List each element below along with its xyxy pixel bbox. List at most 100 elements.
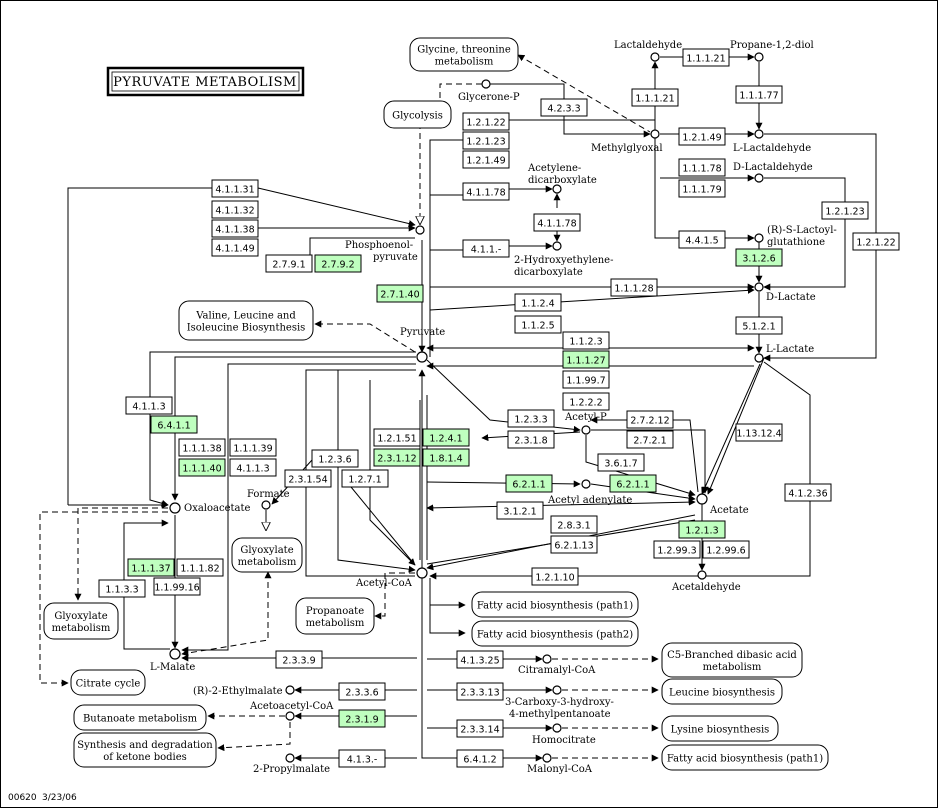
compound-node[interactable]: Malonyl-CoA <box>527 753 593 775</box>
compound-node[interactable]: Acetoacetyl-CoA <box>249 701 334 721</box>
compound-node[interactable]: (R)-2-Ethylmalate <box>193 685 295 697</box>
compound-node[interactable]: pyruvate <box>373 252 418 263</box>
enzyme-box[interactable]: 1.1.1.78 <box>678 158 726 177</box>
enzyme-box[interactable]: 6.4.1.1 <box>150 415 198 434</box>
pathway-box[interactable]: Fatty acid biosynthesis (path2) <box>471 620 639 647</box>
compound-circle[interactable] <box>552 685 562 695</box>
enzyme-box[interactable]: 1.2.1.22 <box>462 112 510 131</box>
enzyme-box[interactable]: 1.2.1.51 <box>373 428 421 447</box>
enzyme-box[interactable]: 1.2.1.23 <box>821 201 869 220</box>
compound-node[interactable]: D-Lactate <box>754 282 816 303</box>
compound-node[interactable]: 2-Hydroxyethylene- <box>514 241 613 266</box>
compound-node[interactable]: L-Lactate <box>754 344 814 363</box>
compound-circle[interactable] <box>581 479 591 489</box>
enzyme-box[interactable]: 1.1.3.3 <box>98 579 146 598</box>
compound-circle[interactable] <box>552 241 562 251</box>
enzyme-box[interactable]: 1.8.1.4 <box>422 448 470 467</box>
compound-circle[interactable] <box>481 79 491 89</box>
enzyme-box[interactable]: 1.1.1.39 <box>229 438 277 457</box>
enzyme-box[interactable]: 1.1.2.5 <box>514 315 562 334</box>
enzyme-box[interactable]: 2.3.1.8 <box>507 430 555 449</box>
enzyme-box[interactable]: 5.1.2.1 <box>735 316 783 335</box>
enzyme-box[interactable]: 6.2.1.13 <box>550 535 598 554</box>
enzyme-box[interactable]: 6.2.1.1 <box>505 474 553 493</box>
compound-circle[interactable] <box>169 648 181 660</box>
compound-circle[interactable] <box>754 282 764 292</box>
compound-circle[interactable] <box>754 173 764 183</box>
compound-node[interactable]: Glycerone-P <box>458 79 520 103</box>
enzyme-box[interactable]: 3.1.2.6 <box>735 248 783 267</box>
enzyme-box[interactable]: 1.1.1.21 <box>631 88 679 107</box>
compound-circle[interactable] <box>650 129 660 139</box>
enzyme-box[interactable]: 1.13.12.4 <box>735 423 783 442</box>
enzyme-box[interactable]: 2.7.2.12 <box>626 410 674 429</box>
compound-node[interactable]: Acetyl adenylate <box>547 479 632 506</box>
compound-circle[interactable] <box>285 711 295 721</box>
enzyme-box[interactable]: 1.2.7.1 <box>341 469 389 488</box>
compound-node[interactable]: Formate <box>247 489 290 510</box>
enzyme-box[interactable]: 6.2.1.1 <box>609 474 657 493</box>
compound-circle[interactable] <box>581 425 591 435</box>
enzyme-box[interactable]: 3.6.1.7 <box>597 453 645 472</box>
enzyme-box[interactable]: 4.1.1.3 <box>229 458 277 477</box>
compound-node[interactable]: Citramalyl-CoA <box>518 654 596 676</box>
enzyme-box[interactable]: 4.1.1.32 <box>211 200 259 219</box>
compound-node[interactable]: Methylglyoxal <box>591 129 663 154</box>
compound-node[interactable]: Acetylene- <box>527 163 581 194</box>
compound-circle[interactable] <box>552 184 562 194</box>
compound-circle[interactable] <box>415 225 425 235</box>
enzyme-box[interactable]: 6.4.1.2 <box>456 749 504 768</box>
compound-circle[interactable] <box>285 685 295 695</box>
enzyme-box[interactable]: 4.1.2.36 <box>784 483 832 502</box>
compound-node[interactable]: Phosphoenol- <box>345 225 425 251</box>
compound-node[interactable]: 3-Carboxy-3-hydroxy- <box>505 685 614 708</box>
enzyme-box[interactable]: 4.1.1.31 <box>211 179 259 198</box>
enzyme-box[interactable]: 1.1.1.79 <box>678 179 726 198</box>
enzyme-box[interactable]: 2.8.3.1 <box>550 515 598 534</box>
enzyme-box[interactable]: 1.2.1.22 <box>852 232 900 251</box>
enzyme-box[interactable]: 2.7.1.40 <box>376 284 424 303</box>
enzyme-box[interactable]: 4.1.1.3 <box>125 396 173 415</box>
enzyme-box[interactable]: 1.1.1.38 <box>178 438 226 457</box>
enzyme-box[interactable]: 1.2.1.49 <box>678 127 726 146</box>
enzyme-box[interactable]: 1.2.1.3 <box>678 520 726 539</box>
compound-node[interactable]: Oxaloacetate <box>169 502 250 514</box>
pathway-box[interactable]: Lysine biosynthesis <box>661 715 779 742</box>
enzyme-box[interactable]: 1.1.99.7 <box>562 370 610 389</box>
enzyme-box[interactable]: 1.2.3.6 <box>311 449 359 468</box>
enzyme-box[interactable]: 2.3.1.12 <box>373 448 421 467</box>
compound-circle[interactable] <box>552 723 562 733</box>
pathway-box[interactable]: Butanoate metabolism <box>73 704 207 731</box>
enzyme-box[interactable]: 1.1.1.27 <box>562 350 610 369</box>
enzyme-box[interactable]: 2.3.3.13 <box>456 682 504 701</box>
enzyme-box[interactable]: 1.1.1.40 <box>178 458 226 477</box>
compound-node[interactable]: glutathione <box>767 237 825 248</box>
enzyme-box[interactable]: 1.2.3.3 <box>507 409 555 428</box>
compound-node[interactable]: Acetaldehyde <box>671 570 741 593</box>
enzyme-box[interactable]: 4.2.3.3 <box>540 98 588 117</box>
enzyme-box[interactable]: 4.1.1.78 <box>462 182 510 201</box>
compound-circle[interactable] <box>697 570 707 580</box>
enzyme-box[interactable]: 2.7.9.2 <box>314 254 362 273</box>
compound-node[interactable]: Propane-1,2-diol <box>730 40 814 62</box>
enzyme-box[interactable]: 1.1.1.37 <box>127 558 175 577</box>
enzyme-box[interactable]: 4.1.1.49 <box>211 238 259 257</box>
enzyme-box[interactable]: 1.2.2.2 <box>562 392 610 411</box>
compound-circle[interactable] <box>169 502 181 514</box>
compound-circle[interactable] <box>754 353 764 363</box>
enzyme-box[interactable]: 1.2.4.1 <box>422 428 470 447</box>
enzyme-box[interactable]: 2.7.2.1 <box>626 430 674 449</box>
enzyme-box[interactable]: 2.3.3.9 <box>275 650 323 669</box>
compound-circle[interactable] <box>754 129 764 139</box>
compound-circle[interactable] <box>416 351 428 363</box>
compound-circle[interactable] <box>285 753 295 763</box>
enzyme-box[interactable]: 2.3.3.6 <box>338 682 386 701</box>
enzyme-box[interactable]: 4.4.1.5 <box>678 230 726 249</box>
enzyme-box[interactable]: 1.2.99.3 <box>653 540 701 559</box>
compound-node[interactable]: Lactaldehyde <box>614 40 682 62</box>
compound-node[interactable]: 4-methylpentanoate <box>509 709 611 720</box>
enzyme-box[interactable]: 1.2.1.49 <box>462 150 510 169</box>
enzyme-box[interactable]: 3.1.2.1 <box>496 501 544 520</box>
compound-node[interactable]: L-Lactaldehyde <box>733 129 811 154</box>
